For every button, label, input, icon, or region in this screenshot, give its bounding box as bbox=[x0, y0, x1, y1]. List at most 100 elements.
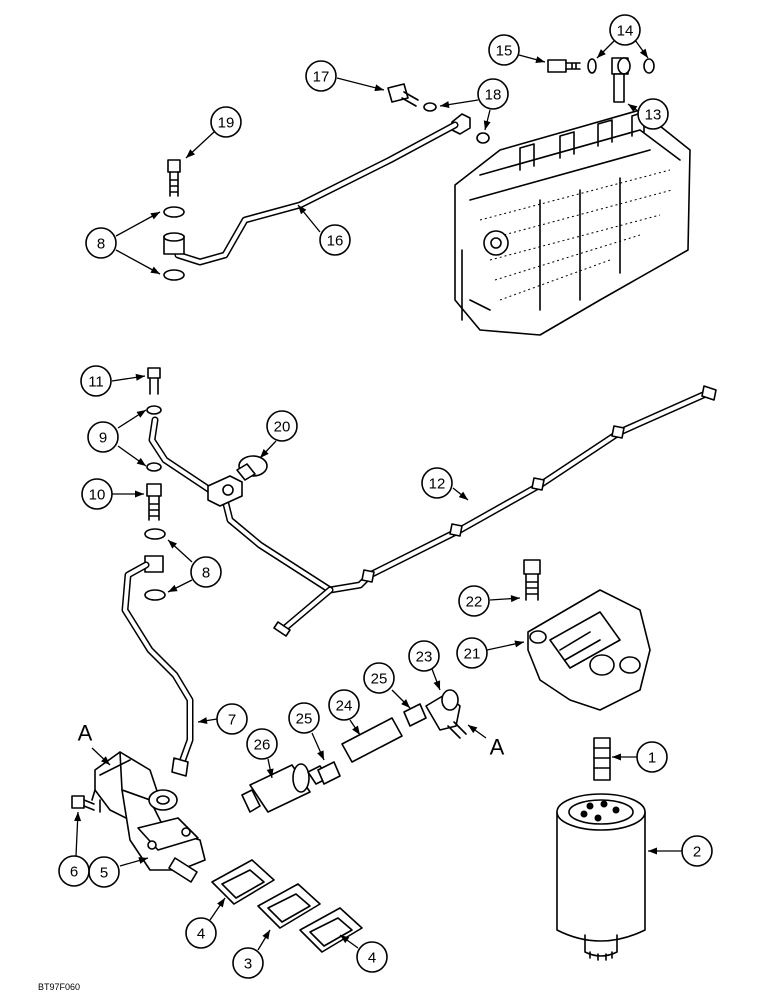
callout-circle bbox=[216, 703, 248, 735]
callout-circle bbox=[190, 556, 222, 588]
callout-4: 4 bbox=[185, 917, 217, 949]
callout-circle bbox=[609, 14, 641, 46]
leader-c4b-arrowhead bbox=[340, 935, 350, 944]
leader-c11-arrowhead bbox=[135, 373, 145, 381]
callout-circle bbox=[246, 728, 278, 760]
callout-number: 8 bbox=[202, 565, 210, 582]
callout-7: 7 bbox=[216, 703, 248, 735]
callout-number: 22 bbox=[466, 594, 483, 611]
leader-c22-arrowhead bbox=[510, 595, 520, 603]
callout-25: 25 bbox=[363, 662, 395, 694]
leader-c18-b-arrowhead bbox=[483, 120, 491, 130]
callout-number: 26 bbox=[254, 737, 271, 754]
callout-11: 11 bbox=[80, 365, 112, 397]
callout-23: 23 bbox=[408, 640, 440, 672]
leader-c9-arrowhead bbox=[136, 410, 146, 418]
callout-circle bbox=[363, 662, 395, 694]
pump-gaskets bbox=[211, 859, 363, 953]
callout-number: 15 bbox=[496, 43, 513, 60]
leader-lines bbox=[74, 39, 682, 951]
leader-connection-A2-arrowhead bbox=[468, 725, 478, 734]
callout-number: 13 bbox=[645, 107, 662, 124]
callout-circle bbox=[288, 702, 320, 734]
callout-number: 1 bbox=[648, 750, 656, 767]
callout-number: 12 bbox=[429, 476, 446, 493]
connection-label-A1: A bbox=[78, 721, 93, 746]
callout-circle bbox=[637, 98, 669, 130]
callout-circle bbox=[328, 689, 360, 721]
leader-c21-arrowhead bbox=[514, 640, 524, 648]
callout-14: 14 bbox=[609, 14, 641, 46]
connection-label-A2: A bbox=[490, 735, 505, 760]
figure-code: BT97F060 bbox=[38, 982, 80, 992]
leader-c25b-arrowhead bbox=[317, 750, 324, 760]
leader-c9-b-arrowhead bbox=[136, 457, 146, 466]
callout-number: 18 bbox=[485, 87, 502, 104]
callout-15: 15 bbox=[488, 34, 520, 66]
callout-20: 20 bbox=[266, 410, 298, 442]
callout-number: 17 bbox=[313, 69, 330, 86]
fuel-supply-tube bbox=[121, 528, 194, 777]
leader-c19-arrowhead bbox=[186, 149, 195, 158]
banjo-fitting-assembly bbox=[547, 57, 655, 103]
leader-c14-arrowhead bbox=[597, 49, 606, 58]
callout-25: 25 bbox=[288, 702, 320, 734]
leader-connection-A1-arrowhead bbox=[101, 756, 110, 765]
leader-c16-arrowhead bbox=[298, 205, 307, 215]
fuel-filter-head bbox=[523, 559, 651, 711]
leader-c13-arrowhead bbox=[628, 104, 638, 113]
callout-circle bbox=[356, 941, 388, 973]
callout-number: 11 bbox=[88, 374, 104, 391]
fuel-filter bbox=[556, 737, 646, 961]
callout-number: 23 bbox=[416, 649, 433, 666]
callout-17: 17 bbox=[305, 60, 337, 92]
callout-number: 10 bbox=[89, 487, 106, 504]
callout-number: 2 bbox=[693, 844, 701, 861]
callout-number: 4 bbox=[197, 926, 205, 943]
callout-circle bbox=[232, 947, 264, 979]
callout-1: 1 bbox=[636, 741, 668, 773]
callout-circle bbox=[319, 224, 351, 256]
callout-number: 4 bbox=[368, 950, 376, 967]
callout-circle bbox=[477, 78, 509, 110]
callout-12: 12 bbox=[421, 467, 453, 499]
callout-circle bbox=[266, 410, 298, 442]
callout-22: 22 bbox=[458, 585, 490, 617]
connection-label-layer: AA bbox=[78, 721, 505, 760]
leader-c18-arrowhead bbox=[440, 101, 450, 109]
leak-off-line bbox=[146, 367, 717, 637]
leader-c8b-b-arrowhead bbox=[168, 584, 178, 592]
callout-8: 8 bbox=[190, 556, 222, 588]
callout-number: 6 bbox=[70, 864, 78, 881]
leader-c23-arrowhead bbox=[433, 680, 441, 690]
leader-c8a-arrowhead bbox=[150, 212, 160, 220]
leader-c4a-arrowhead bbox=[217, 898, 225, 908]
leader-c12-arrowhead bbox=[458, 491, 468, 500]
callout-number: 21 bbox=[464, 646, 481, 663]
leader-c26-arrowhead bbox=[266, 768, 274, 778]
callout-layer: 1234456788910111213141516171819202122232… bbox=[58, 14, 713, 979]
leader-c17-arrowhead bbox=[374, 84, 384, 92]
callout-circle bbox=[456, 637, 488, 669]
callout-number: 19 bbox=[218, 115, 235, 132]
leader-c15-arrowhead bbox=[535, 56, 545, 64]
callout-circle bbox=[681, 835, 713, 867]
callout-4: 4 bbox=[356, 941, 388, 973]
callout-circle bbox=[421, 467, 453, 499]
callout-3: 3 bbox=[232, 947, 264, 979]
leader-c2-arrowhead bbox=[648, 847, 657, 855]
callout-number: 20 bbox=[274, 419, 291, 436]
callout-21: 21 bbox=[456, 637, 488, 669]
callout-circle bbox=[87, 421, 119, 453]
injection-pump bbox=[454, 109, 691, 336]
callout-number: 25 bbox=[371, 671, 388, 688]
callout-circle bbox=[58, 855, 90, 887]
callout-number: 14 bbox=[617, 23, 634, 40]
callout-26: 26 bbox=[246, 728, 278, 760]
callout-18: 18 bbox=[477, 78, 509, 110]
callout-number: 24 bbox=[336, 698, 353, 715]
callout-5: 5 bbox=[88, 856, 120, 888]
callout-number: 9 bbox=[99, 430, 107, 447]
callout-circle bbox=[305, 60, 337, 92]
